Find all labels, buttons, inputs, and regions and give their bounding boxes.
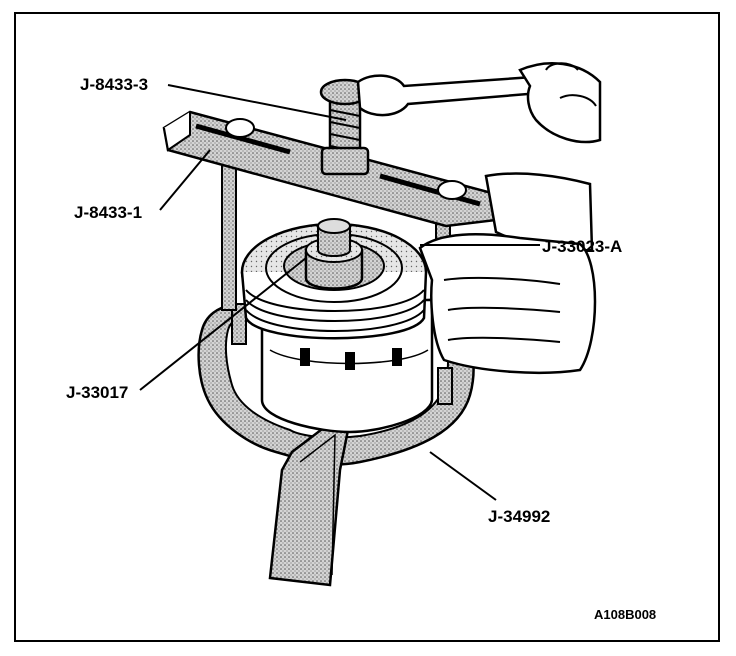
figure-id: A108B008 (594, 607, 657, 622)
pilot-j33017 (304, 218, 364, 290)
callout-label-j8433-3: J-8433-3 (80, 75, 149, 94)
wrench-icon (356, 74, 554, 117)
leader-lines (139, 84, 540, 501)
leader-j8433-1 (159, 149, 211, 211)
callout-label-j33017: J-33017 (66, 383, 129, 402)
leader-j8433-3 (167, 84, 347, 121)
leader-j33017 (139, 257, 307, 391)
callout-label-j34992: J-34992 (488, 507, 551, 526)
hand-icon (418, 62, 602, 374)
callout-label-j8433-1: J-8433-1 (74, 203, 143, 222)
leader-j34992 (429, 451, 497, 501)
callout-label-j33023a: J-33023-A (542, 237, 623, 256)
forcing-screw-j8433-3 (319, 78, 371, 176)
